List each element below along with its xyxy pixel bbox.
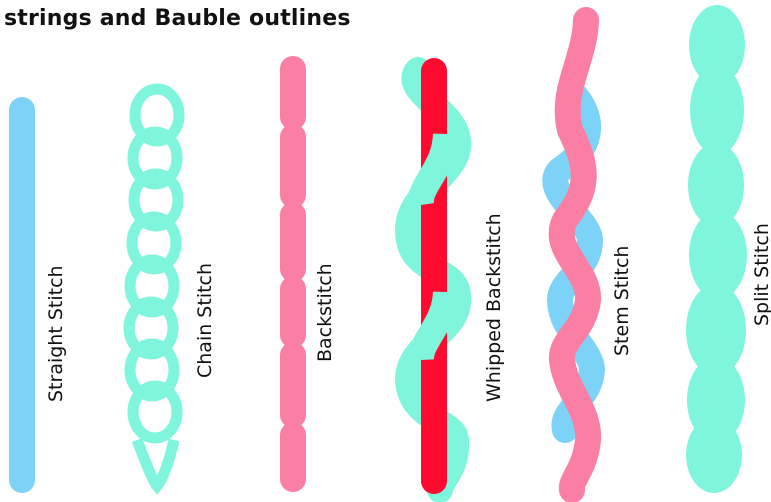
stem-stitch-illustration [542,7,606,502]
backstitch-illustration [280,56,306,492]
split-stitch-illustration [686,5,747,493]
straight-stitch-label: Straight Stitch [45,265,67,402]
stem-stitch-label: Stem Stitch [611,246,633,356]
backstitch-label: Backstitch [314,263,336,362]
chain-stitch-label: Chain Stitch [194,263,216,378]
whipped-backstitch-illustration [394,57,472,502]
split-stitch-label: Split Stitch [751,223,771,326]
chain-stitch-illustration [123,83,185,495]
page-title: strings and Bauble outlines [4,6,351,31]
whipped-backstitch-label: Whipped Backstitch [483,213,505,402]
